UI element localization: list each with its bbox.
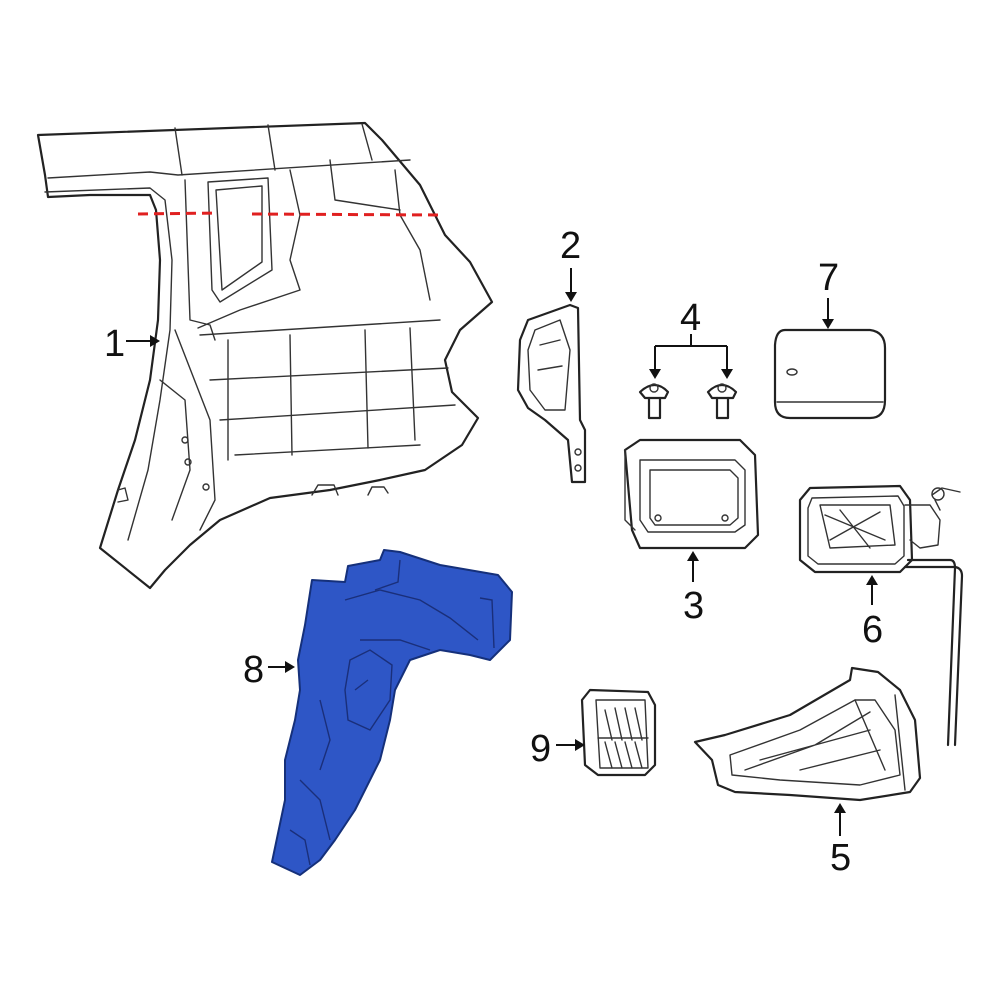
callout-2: 2	[560, 225, 581, 302]
part-4-screws[interactable]	[638, 383, 738, 420]
part-2-bracket[interactable]	[516, 303, 587, 484]
callout-9-label: 9	[530, 728, 551, 770]
callout-5-label: 5	[830, 837, 851, 879]
part-8-wheelhouse-liner[interactable]	[271, 549, 513, 876]
callout-1-label: 1	[104, 323, 125, 365]
part-3-fuel-housing[interactable]	[623, 438, 760, 550]
callout-7: 7	[818, 257, 839, 329]
callout-4: 4	[649, 297, 733, 379]
callout-8: 8	[243, 649, 295, 691]
callout-5: 5	[830, 803, 851, 879]
callout-6-label: 6	[862, 609, 883, 651]
callout-6: 6	[862, 575, 883, 651]
cut-line	[137, 211, 441, 217]
callout-9: 9	[530, 728, 585, 770]
callout-1: 1	[104, 323, 160, 365]
part-9-vent[interactable]	[580, 688, 657, 777]
callout-4-label: 4	[680, 297, 701, 339]
part-6-filler-assembly[interactable]	[798, 484, 964, 747]
part-1-quarter-panel[interactable]	[36, 121, 494, 590]
part-7-fuel-door[interactable]	[773, 328, 887, 420]
callout-2-label: 2	[560, 225, 581, 267]
callout-7-label: 7	[818, 257, 839, 299]
part-5-lower-panel[interactable]	[693, 666, 922, 802]
callout-3-label: 3	[683, 585, 704, 627]
callout-3: 3	[683, 551, 704, 627]
callout-8-label: 8	[243, 649, 264, 691]
